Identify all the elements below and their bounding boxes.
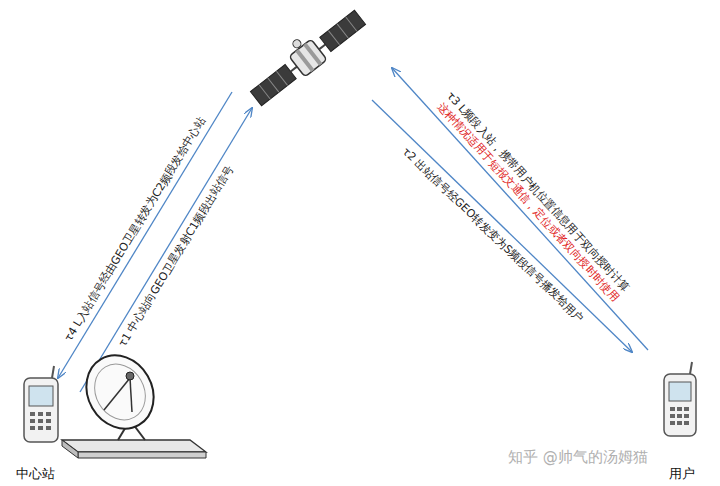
phone-icon — [664, 362, 696, 436]
station-label: 用户 — [669, 466, 695, 482]
station-node: 中心站 — [4, 444, 96, 482]
signal-label: τ3 L频段入站，携带用户机位置信息用于双向授时计算 — [444, 89, 632, 294]
phone-icon — [24, 366, 58, 442]
dish-antenna — [62, 343, 206, 458]
station-label: 中心站 — [16, 466, 55, 482]
downlink-arrow — [372, 100, 632, 352]
uplink-arrow — [80, 108, 252, 392]
satellite-icon — [242, 0, 368, 109]
signal-label: τ1 中心站向GEO卫星发射C1频段出站信号 — [116, 163, 236, 349]
watermark: 知乎 @帅气的汤姆猫 — [508, 448, 648, 466]
station-node: 用户 — [650, 444, 714, 482]
downlink-arrow — [58, 92, 232, 378]
uplink-arrow — [392, 68, 648, 350]
